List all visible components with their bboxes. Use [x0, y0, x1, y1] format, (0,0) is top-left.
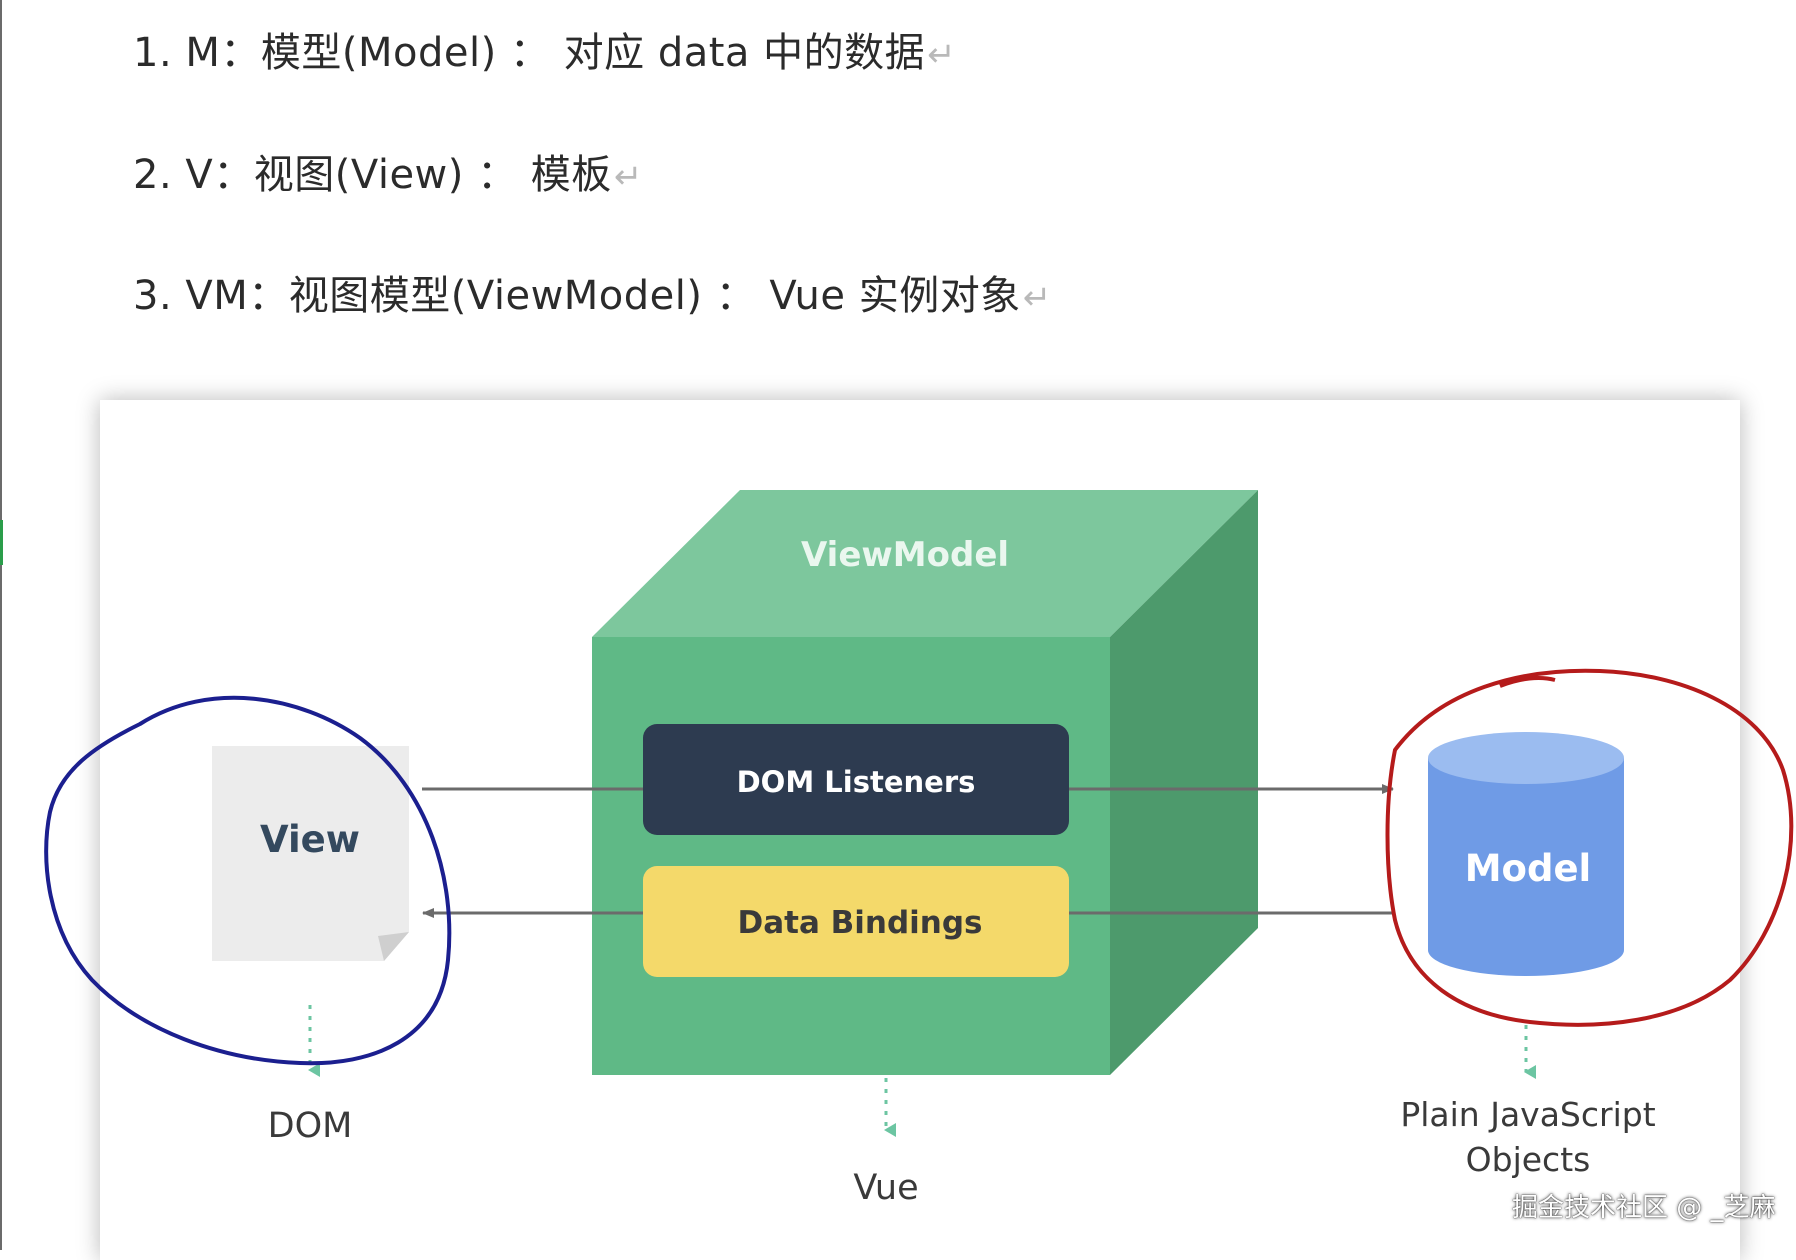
viewmodel-label: ViewModel — [801, 535, 1009, 575]
model-database-icon: Model — [1428, 732, 1624, 976]
list-item-viewmodel-text: 3. VM：视图模型(ViewModel) ： Vue 实例对象 — [133, 273, 1021, 319]
watermark: 掘金技术社区 @ _芝麻 — [1512, 1193, 1776, 1223]
data-bindings-label: Data Bindings — [737, 905, 982, 941]
list-item-model: 1. M：模型(Model) ： 对应 data 中的数据↵ — [133, 20, 956, 78]
data-bindings-box — [643, 866, 1069, 977]
cube-front-face — [592, 637, 1110, 1075]
dom-listeners-label: DOM Listeners — [737, 765, 976, 799]
list-item-view-text: 2. V：视图(View) ： 模板 — [133, 152, 612, 198]
model-cylinder-top — [1428, 732, 1624, 784]
view-page-fold — [378, 932, 409, 961]
window-edge-marker — [0, 520, 3, 565]
view-annotation-circle — [44, 695, 452, 1066]
paragraph-return-icon: ↵ — [613, 157, 643, 197]
model-caption-line2: Objects — [1466, 1140, 1591, 1179]
paragraph-return-icon: ↵ — [1022, 278, 1052, 318]
view-page — [212, 746, 409, 961]
vue-caption: Vue — [853, 1168, 918, 1208]
viewmodel-cube: ViewModel — [592, 490, 1258, 1075]
view-label: View — [260, 818, 360, 861]
list-item-viewmodel: 3. VM：视图模型(ViewModel) ： Vue 实例对象↵ — [133, 263, 1052, 321]
model-label: Model — [1465, 847, 1592, 890]
cube-top-face — [592, 490, 1258, 637]
paragraph-return-icon: ↵ — [927, 35, 957, 75]
list-item-view: 2. V：视图(View) ： 模板↵ — [133, 142, 643, 200]
dom-caption: DOM — [268, 1106, 353, 1146]
cube-side-face — [1110, 490, 1258, 1075]
window-left-edge — [0, 0, 2, 1250]
view-page-icon: View — [212, 746, 409, 961]
model-caption-line1: Plain JavaScript — [1400, 1095, 1655, 1134]
model-annotation-circle — [1385, 668, 1794, 1027]
dom-listeners-box — [643, 724, 1069, 835]
model-cylinder-body — [1428, 758, 1624, 976]
list-item-model-text: 1. M：模型(Model) ： 对应 data 中的数据 — [133, 30, 926, 76]
